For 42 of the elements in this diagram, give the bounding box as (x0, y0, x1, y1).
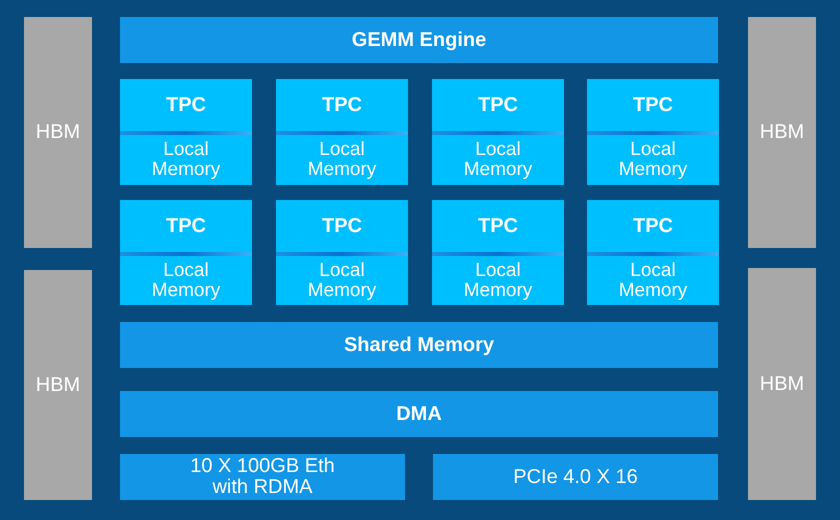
dma-bar (120, 391, 718, 437)
block-label: Local Memory (462, 260, 534, 300)
block-label: Local Memory (306, 140, 378, 180)
core-card (432, 200, 564, 305)
block-label: HBM (36, 122, 80, 143)
block-label: TPC (633, 216, 673, 236)
block-label: TPC (478, 216, 518, 236)
core-card (276, 79, 408, 185)
block-label: TPC (633, 94, 673, 116)
block-label: TPC (478, 94, 518, 116)
core-card (120, 79, 252, 185)
core-card (587, 200, 719, 305)
block-label: HBM (760, 374, 804, 394)
core-card (587, 79, 719, 185)
block-label: Local Memory (306, 260, 378, 300)
block-label: Shared Memory (344, 334, 494, 356)
interface-bar (433, 454, 718, 500)
core-card (120, 200, 252, 305)
core-card (432, 79, 564, 185)
block-label: TPC (322, 216, 362, 236)
memory-stack-block (748, 268, 816, 500)
engine-bar (120, 17, 718, 63)
block-label: HBM (36, 374, 80, 396)
block-label: HBM (760, 122, 804, 143)
memory-stack-block (24, 17, 92, 248)
block-label: TPC (322, 94, 362, 116)
block-label: TPC (166, 216, 206, 236)
block-label: TPC (166, 94, 206, 116)
core-card (276, 200, 408, 305)
block-label: Local Memory (618, 260, 688, 300)
memory-stack-block (748, 17, 816, 248)
block-label: PCIe 4.0 X 16 (513, 466, 638, 488)
block-label: Local Memory (150, 260, 222, 300)
network-bar (120, 454, 405, 500)
memory-stack-block (24, 270, 92, 500)
block-label: Local Memory (462, 140, 534, 180)
block-label: Local Memory (618, 140, 688, 180)
block-label: 10 X 100GB Eth with RDMA (189, 456, 336, 498)
memory-bar (120, 322, 718, 368)
block-label: GEMM Engine (352, 30, 486, 50)
block-label: Local Memory (150, 140, 222, 180)
block-label: DMA (396, 404, 442, 424)
